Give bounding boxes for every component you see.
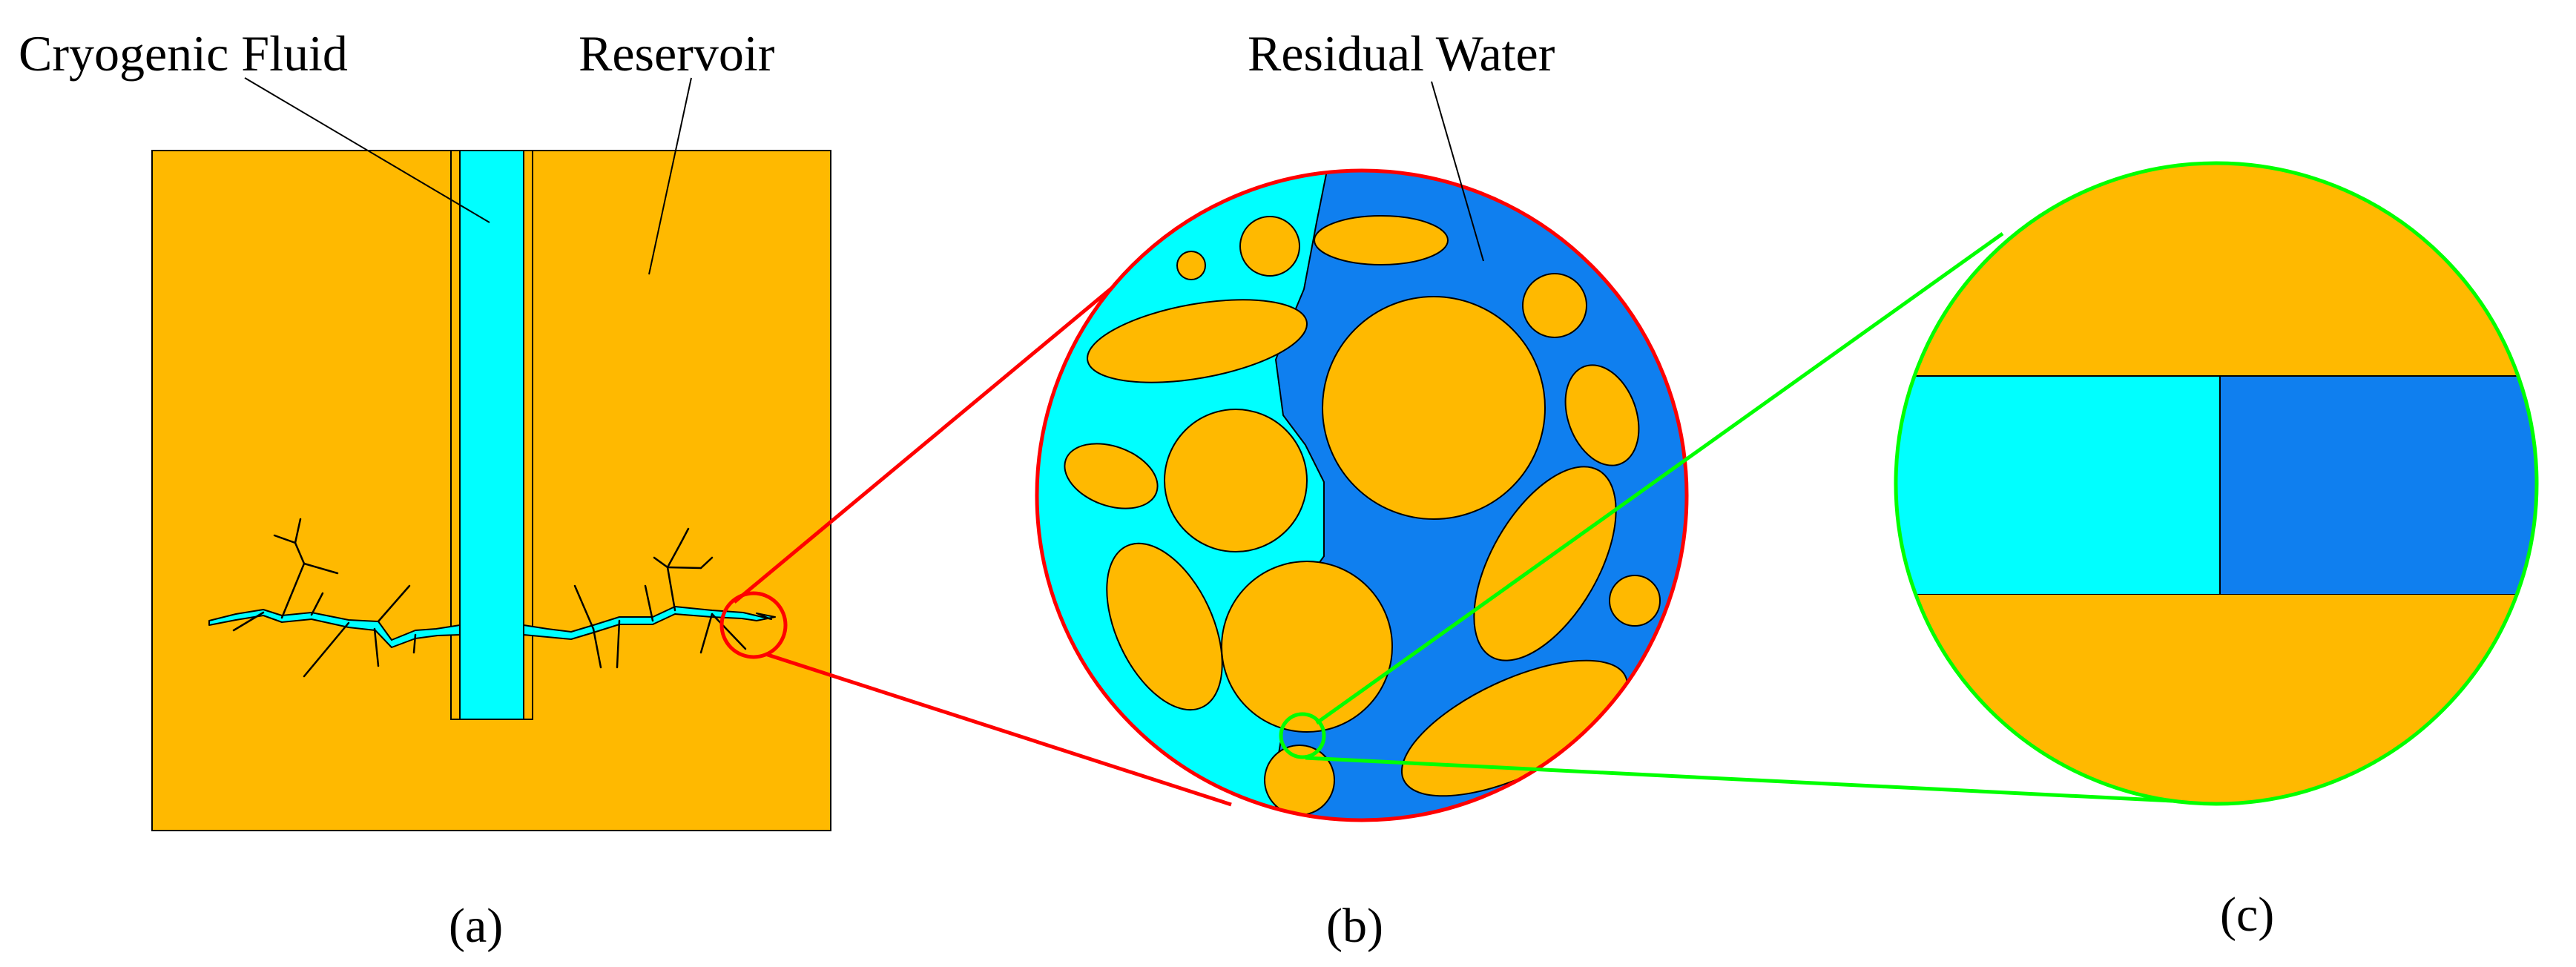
rock-layer-top: [1896, 163, 2537, 376]
fracture-left: [208, 609, 461, 648]
fracture-branches: [232, 518, 747, 678]
branch: [592, 627, 602, 669]
zoom-connector-a-to-b: [733, 277, 1232, 807]
rock-grain: [1314, 215, 1449, 265]
rock-grain: [1064, 443, 1159, 509]
rock-grain: [1221, 561, 1393, 733]
rock-grain: [1164, 409, 1308, 552]
label-residual-water: Residual Water: [1248, 25, 1555, 82]
panel-b-pore-scale: [1035, 168, 1689, 822]
branch: [373, 627, 380, 667]
label-reservoir: Reservoir: [579, 25, 775, 82]
branch: [699, 613, 714, 654]
branch: [699, 556, 714, 570]
branch: [232, 611, 265, 632]
leader-residual-water: [1431, 81, 1484, 262]
connector-line: [1305, 756, 2218, 805]
branch: [666, 566, 676, 612]
leader-lines: [244, 77, 1484, 275]
branch: [273, 534, 297, 544]
panel-label-b: (b): [1326, 899, 1383, 953]
leader-reservoir: [648, 77, 692, 275]
leader-cryogenic-fluid: [244, 77, 490, 223]
rock-grains: [1064, 215, 1661, 816]
zoom-marker-b: [719, 591, 788, 659]
wellbore-cryogenic-fluid: [459, 150, 524, 720]
panel-c-interface: [1894, 161, 2539, 806]
rock-grain: [1239, 216, 1300, 277]
rock-layer-bottom: [1896, 595, 2537, 804]
panel-a-schematic: [151, 150, 831, 831]
branch: [653, 556, 669, 569]
connector-line: [1315, 231, 2004, 725]
branch: [666, 541, 682, 569]
rock-grain: [1522, 273, 1587, 338]
branch: [666, 566, 702, 570]
branch: [310, 592, 324, 616]
zoom-circle-b: [1035, 168, 1689, 822]
rock-grain: [1473, 466, 1617, 661]
branch: [679, 527, 690, 544]
branch: [294, 541, 306, 565]
rock-grain: [1609, 575, 1661, 627]
rock-grain: [1106, 542, 1223, 711]
panel-label-a: (a): [449, 899, 503, 953]
cryogenic-fluid-channel: [1896, 375, 2221, 595]
rock-grain: [1322, 296, 1546, 520]
branch: [711, 613, 747, 650]
label-cryogenic-fluid: Cryogenic Fluid: [19, 25, 348, 82]
connector-line: [765, 652, 1232, 807]
branch: [644, 584, 654, 622]
rock-grain: [1176, 251, 1206, 280]
zoom-marker-c: [1279, 712, 1326, 759]
branch: [280, 562, 306, 619]
residual-water-channel: [2219, 375, 2537, 595]
branch: [294, 518, 302, 544]
zoom-connector-b-to-c: [1305, 231, 2218, 805]
panel-label-c: (c): [2220, 888, 2274, 942]
branch: [303, 621, 350, 678]
connector-line: [733, 277, 1125, 604]
zoom-circle-c: [1894, 161, 2539, 806]
rock-grain: [1087, 299, 1308, 383]
branch: [412, 633, 417, 654]
branch: [303, 562, 339, 575]
branch: [377, 584, 411, 623]
rock-grain: [1564, 364, 1640, 466]
branch: [616, 619, 621, 669]
branch: [573, 584, 595, 630]
